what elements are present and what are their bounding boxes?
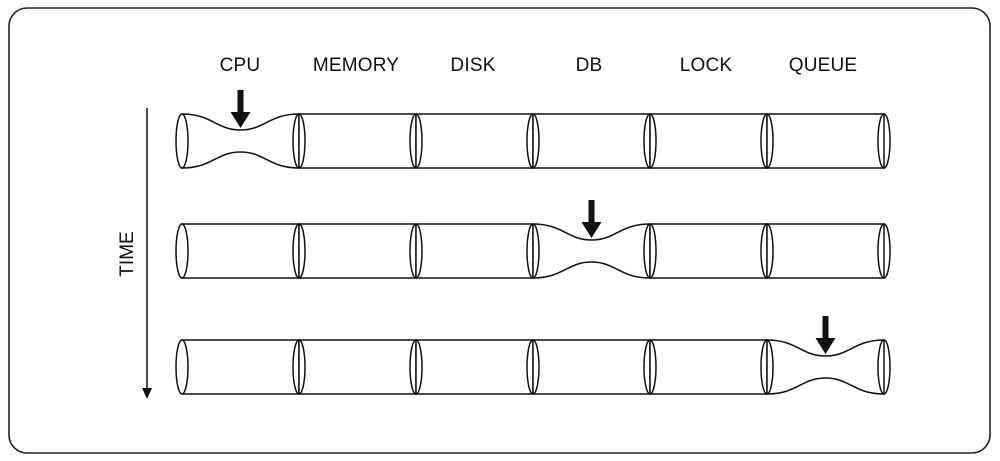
pipe-segment-lock <box>649 223 768 279</box>
pipe-segment-lock <box>649 339 768 395</box>
pipe-segment-lock <box>649 113 768 169</box>
pipe-joint-ring <box>877 223 891 279</box>
pipe-segment-cpu <box>181 223 300 279</box>
column-label-disk: DISK <box>450 55 496 76</box>
pipe-joint-ring <box>643 113 657 169</box>
pipe-joint-ring <box>643 223 657 279</box>
column-label-lock: LOCK <box>679 55 733 76</box>
time-axis-label: TIME <box>117 231 138 277</box>
pipe-row <box>175 200 891 279</box>
pipe-joint-ring <box>877 113 891 169</box>
pipe-joint-ring <box>760 113 774 169</box>
pipe-joint-ring <box>526 113 540 169</box>
pipe-joint-ring <box>526 223 540 279</box>
pipe-joint-ring <box>643 339 657 395</box>
pipe-joint-ring <box>292 223 306 279</box>
pipe-segment-db <box>532 339 651 395</box>
pipe-joint-ring <box>409 223 423 279</box>
pipe-segment-cpu <box>181 339 300 395</box>
bottleneck-arrow-db <box>581 200 602 238</box>
pipe-joint-ring <box>175 223 189 279</box>
pipe-joint-ring <box>175 339 189 395</box>
pipe-segment-disk <box>415 113 534 169</box>
pipe-joint-ring <box>292 339 306 395</box>
pipe-joint-ring <box>760 339 774 395</box>
bottleneck-arrow-queue <box>815 316 836 354</box>
pipe-joint-ring <box>292 113 306 169</box>
panel-border <box>8 7 991 454</box>
pipe-joint-ring <box>409 339 423 395</box>
pipe-joint-ring <box>175 113 189 169</box>
pipe-segment-memory <box>298 113 417 169</box>
pipe-segment-disk <box>415 223 534 279</box>
pipe-segment-queue <box>766 223 885 279</box>
pipe-segment-db <box>532 113 651 169</box>
time-axis-arrowhead <box>142 388 152 399</box>
column-label-memory: MEMORY <box>312 55 400 76</box>
bottleneck-arrow-cpu <box>230 90 251 128</box>
column-label-cpu: CPU <box>219 55 261 76</box>
column-label-db: DB <box>575 55 603 76</box>
pipe-row <box>175 90 891 169</box>
pipe-segment-memory <box>298 223 417 279</box>
pipe-joint-ring <box>877 339 891 395</box>
column-label-queue: QUEUE <box>788 55 858 76</box>
pipe-segment-queue <box>766 113 885 169</box>
pipe-joint-ring <box>760 223 774 279</box>
pipe-segment-memory <box>298 339 417 395</box>
pipe-joint-ring <box>526 339 540 395</box>
pipe-rows <box>175 90 891 395</box>
pipe-segment-disk <box>415 339 534 395</box>
pipe-row <box>175 316 891 395</box>
pipe-joint-ring <box>409 113 423 169</box>
